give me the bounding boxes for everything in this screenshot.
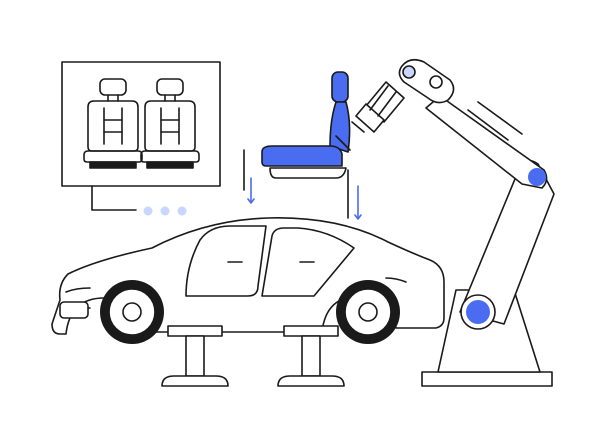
car-lift-icon: [161, 325, 345, 387]
robotic-arm-icon: [351, 58, 555, 387]
dot-3: [177, 206, 187, 216]
preview-seat-right: [140, 78, 200, 169]
wheel-rear: [100, 280, 164, 344]
preview-frame: [61, 61, 221, 187]
dot-1: [143, 206, 153, 216]
car-seat-icon: [243, 71, 362, 220]
car-seats-preview-icon: [61, 61, 221, 216]
wheel-front: [336, 280, 400, 344]
car-window-rear: [185, 225, 267, 297]
preview-connector: [91, 185, 137, 211]
car-body-icon: [51, 217, 445, 344]
dot-2: [160, 206, 170, 216]
